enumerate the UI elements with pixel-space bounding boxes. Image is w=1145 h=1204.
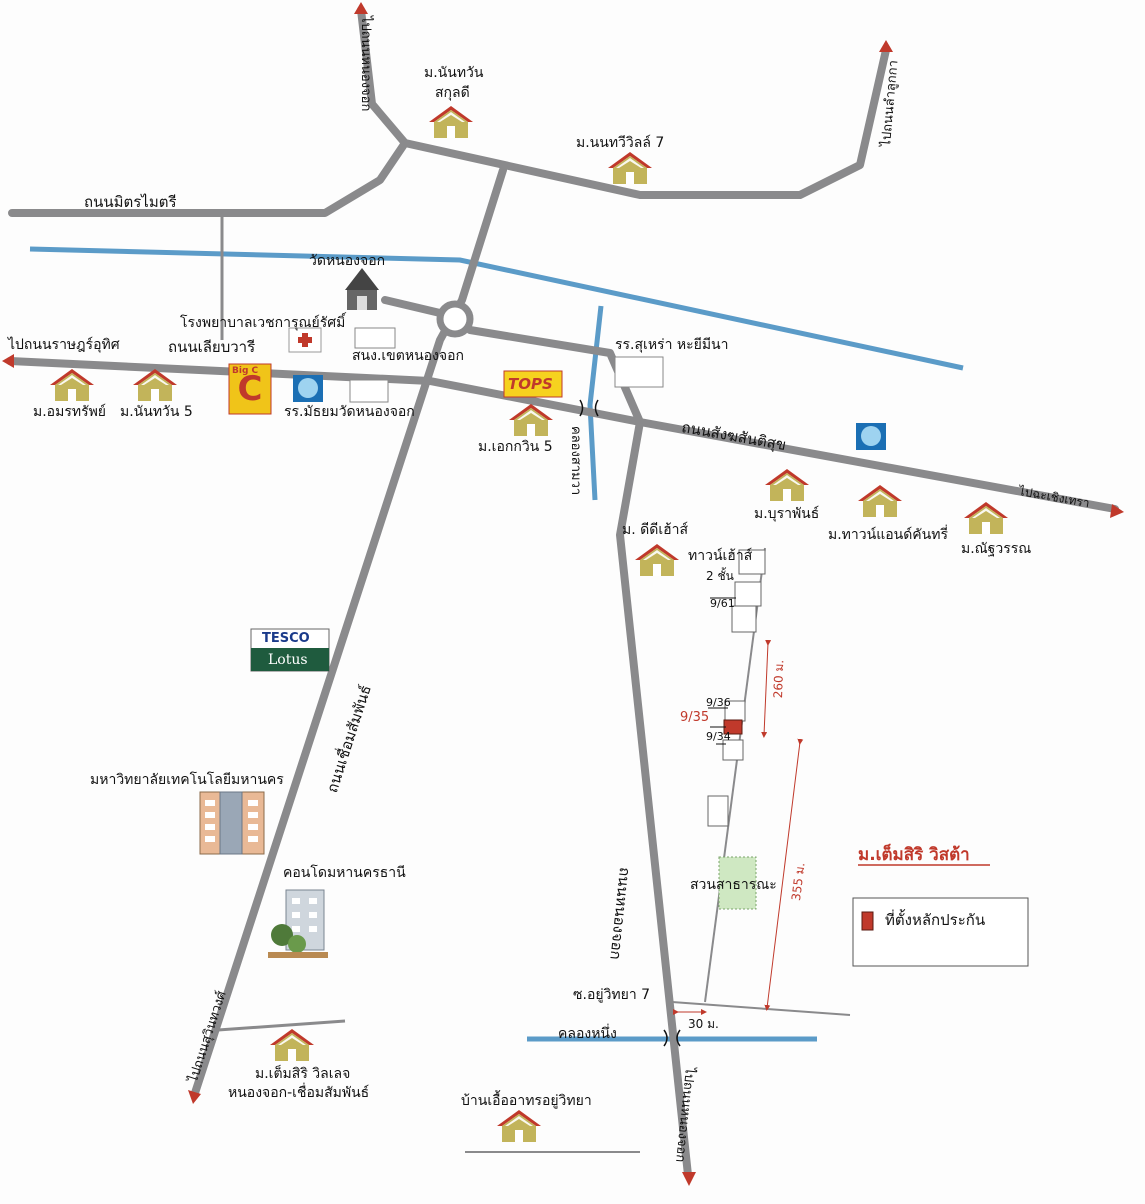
place-label-ban-ua: บ้านเอื้ออาทรอยู่วิทยา bbox=[461, 1093, 592, 1109]
place-label-nonthaville: ม.นนทวีวิลล์ 7 bbox=[576, 135, 665, 151]
place-label-two-floors: 2 ชั้น bbox=[706, 569, 734, 583]
road-mittraimaitri bbox=[8, 46, 890, 217]
house-icons bbox=[50, 106, 1008, 1142]
place-label-hospital: โรงพยาบาลเวชการุณย์รัศมิ์ bbox=[180, 315, 346, 331]
place-label-district-office: สนง.เขตหนองจอก bbox=[352, 348, 464, 364]
place-label-wat-nongchok: วัดหนองจอก bbox=[309, 253, 386, 269]
plot-label-936: 9/36 bbox=[706, 696, 731, 709]
arrow-nongchok-south bbox=[682, 1172, 696, 1186]
arrow-north-nongchok bbox=[354, 2, 368, 14]
road-label-to-ratrat: ไปถนนราษฎร์อุทิศ bbox=[8, 337, 120, 353]
place-label-school-suthao: รร.สุเหร่า หะยีมีนา bbox=[615, 337, 729, 353]
road-nongchok-south bbox=[616, 418, 692, 1179]
road-loop bbox=[466, 326, 644, 426]
road-label-liapwari: ถนนเลียบวารี bbox=[168, 338, 256, 356]
place-label-condo: คอนโดมหานครธานี bbox=[283, 865, 406, 881]
road-label-soi-ayuwitthaya: ซ.อยู่วิทยา 7 bbox=[573, 987, 651, 1003]
distance-label-30: 30 ม. bbox=[688, 1017, 719, 1031]
roundabout bbox=[436, 300, 474, 338]
temple-icon bbox=[345, 268, 379, 310]
road-liapwari bbox=[6, 357, 1119, 513]
condo-building-icon bbox=[268, 889, 328, 958]
road-end-arrows bbox=[2, 2, 1124, 1186]
svg-text:C: C bbox=[238, 369, 263, 409]
road-label-mittraimaitri: ถนนมิตรไมตรี bbox=[84, 193, 177, 211]
gas-station-icon bbox=[293, 375, 323, 402]
tesco-lotus-logo bbox=[250, 628, 330, 672]
place-label-temsiri-village-1: ม.เต็มสิริ วิลเลจ bbox=[255, 1066, 351, 1082]
place-label-townandcountry: ม.ทาวน์แอนด์คันทรี่ bbox=[828, 527, 948, 543]
place-label-amornsap: ม.อมรทรัพย์ bbox=[33, 404, 107, 420]
legend-title: ม.เต็มสิริ วิสต้า bbox=[858, 845, 970, 865]
legend-item-label: ที่ตั้งหลักประกัน bbox=[885, 911, 986, 929]
road-label-to-nongchok-north: ไปถนนหนองจอก bbox=[358, 16, 373, 112]
gas-station-icon-2 bbox=[856, 423, 886, 450]
tops-logo bbox=[503, 370, 563, 398]
place-label-didihouse: ม. ดีดีเฮ้าส์ bbox=[622, 522, 689, 538]
place-label-nuttawan: ม.ณัฐวรรณ bbox=[961, 541, 1032, 557]
place-label-park: สวนสาธารณะ bbox=[690, 877, 777, 893]
bigc-logo: C bbox=[228, 363, 272, 415]
bigc-logo-text: Big C bbox=[232, 366, 259, 376]
university-building-icon bbox=[199, 791, 265, 855]
school-mathayom-building bbox=[349, 379, 389, 403]
district-office-building bbox=[354, 327, 396, 349]
arrow-chachoengsao bbox=[1110, 504, 1124, 518]
canal-label-samwa: คลองสามวา bbox=[568, 426, 583, 496]
arrow-lamphakkok bbox=[879, 40, 893, 52]
tops-logo-text: TOPS bbox=[508, 375, 553, 393]
school-suthao-building bbox=[614, 356, 664, 388]
place-label-school-mathayom: รร.มัธยมวัดหนองจอก bbox=[284, 404, 415, 420]
roads bbox=[6, 6, 1119, 1179]
place-label-sakundi: สกุลดี bbox=[435, 85, 470, 101]
plot-label-935: 9/35 bbox=[680, 710, 710, 725]
arrow-suwinthawong bbox=[188, 1090, 201, 1104]
plot-label-934: 9/34 bbox=[706, 730, 731, 743]
tesco-logo-text: TESCO bbox=[262, 631, 310, 646]
place-label-nanthawan: ม.นันทวัน bbox=[424, 65, 484, 81]
hospital-icon bbox=[288, 327, 322, 353]
place-label-burapan: ม.บุราพันธ์ bbox=[754, 506, 820, 522]
park-area bbox=[718, 856, 757, 910]
arrow-ratrat bbox=[2, 354, 14, 368]
place-label-ekkawin5: ม.เอกกวิน 5 bbox=[478, 439, 553, 455]
distance-label-260: 260 ม. bbox=[771, 659, 787, 699]
lotus-logo-text: Lotus bbox=[268, 652, 308, 668]
road-wat bbox=[381, 296, 444, 317]
place-label-townhouse: ทาวน์เฮ้าส์ bbox=[688, 548, 753, 564]
road-nongchok-north bbox=[357, 6, 409, 147]
place-label-mut: มหาวิทยาลัยเทคโนโลยีมหานคร bbox=[90, 772, 284, 788]
legend-box bbox=[852, 897, 1029, 967]
canal-label-nueng: คลองหนึ่ง bbox=[558, 1026, 617, 1042]
plots bbox=[707, 549, 766, 827]
place-label-nanthawan5: ม.นันทวัน 5 bbox=[120, 404, 193, 420]
legend-swatch bbox=[861, 911, 874, 931]
place-label-temsiri-village-2: หนองจอก-เชื่อมสัมพันธ์ bbox=[228, 1085, 370, 1101]
plot-label-961: 9/61 bbox=[710, 597, 735, 610]
canal-north bbox=[29, 246, 964, 371]
canal-branch bbox=[587, 305, 604, 501]
